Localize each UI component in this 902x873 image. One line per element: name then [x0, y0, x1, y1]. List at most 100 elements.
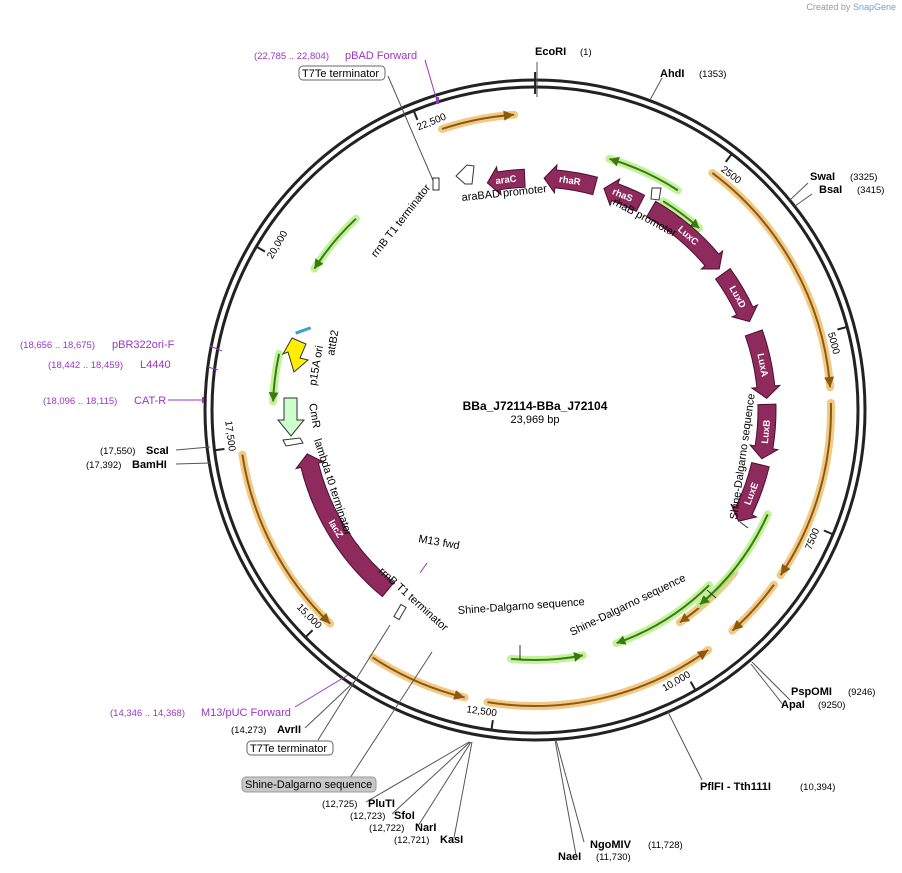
orange-feature-4[interactable] [728, 580, 778, 635]
gene-rhar-label: rhaR [558, 174, 581, 188]
green-feature-6[interactable] [507, 651, 587, 664]
site-ecori[interactable]: EcoRI [535, 46, 566, 58]
t7te-bottom-label[interactable]: T7Te terminator [250, 743, 327, 755]
site-pspomi[interactable]: PspOMI [791, 686, 832, 698]
t7te-top-box [298, 65, 386, 81]
primer-m13-fwd[interactable]: M13 fwd [417, 533, 460, 552]
site-scai[interactable]: ScaI [146, 445, 169, 457]
t7te-bottom-box [246, 740, 334, 756]
site-avrii-pos: (14,273) [231, 725, 266, 736]
site-leaders [175, 62, 813, 856]
orange-features [238, 110, 835, 710]
gene-luxb[interactable]: LuxB [748, 403, 780, 460]
orange-feature-2[interactable] [708, 168, 835, 392]
gene-rhar[interactable]: rhaR [543, 163, 599, 196]
shine-mid1-label[interactable]: Shine-Dalgarno sequence [457, 596, 585, 617]
watermark-prefix: Created by [806, 2, 851, 12]
site-apai[interactable]: ApaI [781, 699, 805, 711]
gene-arac-label: araC [495, 174, 517, 188]
restriction-sites: EcoRI (1) AhdI (1353) SwaI (3325) BsaI (… [86, 46, 884, 863]
primer-pbad-forward[interactable]: pBAD Forward [345, 50, 417, 62]
gene-lacz[interactable]: lacZ [294, 453, 395, 598]
site-swai[interactable]: SwaI [810, 171, 835, 183]
gene-luxe[interactable]: LuxE [730, 461, 770, 522]
site-sfoi[interactable]: SfoI [394, 810, 415, 822]
tick-mark [255, 245, 266, 253]
green-feature-1[interactable] [605, 154, 682, 195]
green-feature-2[interactable] [310, 214, 361, 273]
orange-feature-7[interactable] [368, 653, 469, 702]
primer-leaders [168, 59, 438, 708]
tick-mark [837, 325, 848, 331]
orange-feature-1[interactable] [438, 110, 519, 133]
tick-mark [724, 153, 733, 163]
tick-mark [412, 110, 419, 121]
primer-pbad-pos: (22,785 .. 22,804) [254, 51, 329, 62]
gene-arac[interactable]: araC [486, 165, 526, 196]
lambda-t0-marker [282, 437, 304, 447]
p15a-label[interactable]: p15A ori [307, 345, 326, 387]
green-feature-4[interactable] [268, 349, 284, 406]
site-pflfi-tth111i[interactable]: PflFI - Tth111I [700, 781, 771, 793]
boxed-labels: T7Te terminator T7Te terminator Shine-Da… [241, 65, 386, 793]
site-kasi[interactable]: KasI [440, 834, 463, 846]
arabad-promoter-arrow [455, 164, 475, 185]
site-bamhi-pos: (17,392) [86, 460, 121, 471]
primer-m13puc-pos: (14,346 .. 14,368) [110, 708, 185, 719]
green-feature-5[interactable] [695, 510, 772, 609]
primer-pbr322ori-pos: (18,656 .. 18,675) [20, 340, 95, 351]
shine-grey-label[interactable]: Shine-Dalgarno sequence [245, 779, 372, 791]
green-feature-7[interactable] [612, 581, 714, 648]
site-pluti-pos: (12,725) [322, 799, 357, 810]
site-scai-pos: (17,550) [100, 446, 135, 457]
cmr-arrow [276, 397, 306, 437]
attb2-marker [295, 326, 312, 335]
site-apai-pos: (9250) [818, 700, 845, 711]
tick-mark [490, 720, 494, 731]
site-bsai[interactable]: BsaI [819, 184, 842, 196]
site-bamhi[interactable]: BamHI [132, 459, 167, 471]
rrnb-top-marker [432, 177, 440, 191]
tick-label: 17,500 [222, 420, 237, 452]
primers: (22,785 .. 22,804) pBAD Forward (18,656 … [20, 50, 461, 719]
primer-cat-r[interactable]: CAT-R [134, 395, 166, 407]
tick-label: 12,500 [466, 704, 498, 719]
shine-right-tick [739, 521, 749, 529]
rrnb-bottom-label[interactable]: rrnB T1 terminator [376, 565, 450, 634]
gene-luxa[interactable]: LuxA [744, 329, 782, 399]
rrnb-bottom-marker [393, 603, 407, 621]
site-ngomiv-pos: (11,728) [648, 840, 683, 851]
shine-mid2-label[interactable]: Shine-Dalgarno sequence [568, 572, 688, 639]
tick-mark [214, 448, 225, 452]
site-ahdi[interactable]: AhdI [660, 68, 684, 80]
gene-luxd[interactable]: LuxD [714, 267, 759, 323]
primer-pbr322ori-f[interactable]: pBR322ori-F [112, 339, 175, 351]
site-swai-pos: (3325) [850, 172, 877, 183]
rrnb-top-label[interactable]: rrnB T1 terminator [369, 182, 433, 260]
site-naei[interactable]: NaeI [558, 851, 581, 863]
tick-mark [689, 681, 697, 691]
shine-grey-box [241, 776, 377, 793]
site-ecori-pos: (1) [580, 47, 592, 58]
primer-cat-r-pos: (18,096 .. 18,115) [43, 396, 117, 407]
pbad-primer-mark [436, 97, 439, 104]
orange-feature-8[interactable] [238, 450, 335, 628]
plasmid-length: 23,969 bp [511, 414, 560, 426]
attb2-label[interactable]: attB2 [325, 329, 341, 356]
gene-luxc[interactable]: LuxC [645, 200, 724, 270]
t7te-top-label[interactable]: T7Te terminator [302, 68, 379, 80]
site-pluti[interactable]: PluTI [368, 798, 395, 810]
site-nari[interactable]: NarI [415, 822, 436, 834]
site-ngomiv[interactable]: NgoMIV [590, 839, 632, 851]
primer-l4440[interactable]: L4440 [140, 359, 171, 371]
site-avrii[interactable]: AvrII [277, 724, 301, 736]
site-bsai-pos: (3415) [857, 185, 884, 196]
gene-rhas[interactable]: rhaS [603, 177, 646, 213]
orange-feature-3[interactable] [776, 398, 835, 580]
green-feature-3[interactable] [659, 197, 704, 233]
primer-m13puc-forward[interactable]: M13/pUC Forward [201, 707, 291, 719]
tick-mark [304, 629, 314, 638]
cmr-label[interactable]: CmR [306, 402, 322, 429]
site-sfoi-pos: (12,723) [350, 811, 385, 822]
orange-feature-6[interactable] [483, 646, 713, 710]
